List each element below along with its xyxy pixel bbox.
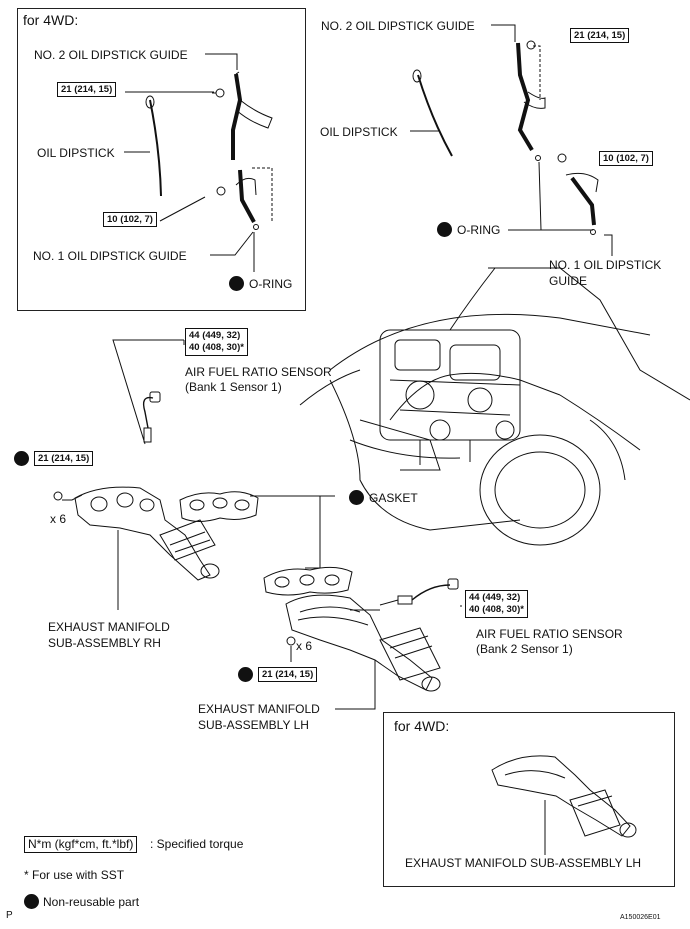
legend-sst-note: * For use with SST: [24, 868, 125, 882]
panel-4wd-dipstick-title: for 4WD:: [23, 12, 79, 28]
afs1-torque: 44 (449, 32) 40 (408, 30)*: [185, 328, 248, 356]
rh-bolt-qty: x 6: [50, 512, 67, 526]
afs2-label-2: (Bank 2 Sensor 1): [476, 642, 573, 656]
vehicle-outline: [299, 267, 690, 546]
lh-bolt-nonreusable-icon: [238, 667, 253, 682]
em-rh-label-2: SUB-ASSEMBLY RH: [48, 636, 161, 650]
lh-bolt-part: [286, 636, 296, 646]
lh-bolt-torque: 21 (214, 15): [258, 667, 318, 682]
legend-torque-desc: : Specified torque: [150, 837, 244, 851]
afs1-torque-a: 44 (449, 32): [189, 330, 241, 341]
tl-no2-guide-label: NO. 2 OIL DIPSTICK GUIDE: [34, 48, 188, 62]
tr-no2-guide-part: [516, 42, 546, 152]
gasket-nonreusable-icon: [349, 490, 364, 505]
panel-4wd-dipstick: [17, 8, 306, 311]
manifold-lh-4wd-part: [491, 755, 637, 838]
gasket-lh-part: [263, 566, 353, 596]
tr-no1-guide-label-1: NO. 1 OIL DIPSTICK: [549, 258, 662, 272]
tr-dipstick-part: [412, 69, 453, 157]
legend-nonreusable-icon: [24, 894, 39, 909]
corner-mark-right: A150026E01: [620, 914, 661, 921]
lh-bolt-qty: x 6: [296, 639, 313, 653]
afs1-label-2: (Bank 1 Sensor 1): [185, 380, 282, 394]
tl-oring-label: O-RING: [249, 277, 293, 291]
tr-oring-label: O-RING: [457, 223, 501, 237]
tl-bolt-lower: [216, 186, 226, 196]
manifold-lh-part: [285, 594, 441, 692]
tl-torque-lower: 10 (102, 7): [103, 212, 157, 227]
tl-oring-nonreusable-icon: [229, 276, 244, 291]
panel-4wd-manifold-title: for 4WD:: [394, 718, 450, 734]
afs1-part: [142, 391, 161, 443]
tr-bolt-upper: [526, 40, 536, 50]
tl-no1-guide-label: NO. 1 OIL DIPSTICK GUIDE: [33, 249, 187, 263]
afs1-torque-b: 40 (408, 30)*: [189, 342, 244, 353]
tr-oil-dipstick-label: OIL DIPSTICK: [320, 125, 398, 139]
tr-no1-guide-part: [565, 172, 599, 235]
legend-nonreusable-label: Non-reusable part: [43, 895, 140, 909]
manifold-rh-part: [74, 486, 220, 581]
tr-bolt-lower: [557, 153, 567, 163]
afs2-part: [379, 578, 459, 606]
tl-bolt-upper: [212, 88, 225, 98]
afs1-label-1: AIR FUEL RATIO SENSOR: [185, 365, 332, 379]
tl-oil-dipstick-label: OIL DIPSTICK: [37, 146, 115, 160]
tl-dipstick-part: [145, 95, 162, 197]
tr-oring-part: [535, 155, 541, 161]
rh-bolt-torque: 21 (214, 15): [34, 451, 94, 466]
panel-4wd-manifold: [383, 712, 675, 887]
afs2-torque-b: 40 (408, 30)*: [469, 604, 524, 615]
rh-bolt-nonreusable-icon: [14, 451, 29, 466]
tr-no1-guide-label-2: GUIDE: [549, 274, 588, 288]
em-lh-label-2: SUB-ASSEMBLY LH: [198, 718, 309, 732]
gasket-label: GASKET: [369, 491, 418, 505]
tl-no2-guide-part: [231, 71, 273, 160]
afs2-torque-a: 44 (449, 32): [469, 592, 521, 603]
legend-torque-units: N*m (kgf*cm, ft.*lbf): [24, 836, 138, 853]
engine-block: [379, 329, 521, 465]
tl-no1-guide-part: [235, 167, 273, 230]
tr-torque-upper: 21 (214, 15): [570, 28, 630, 43]
tr-torque-lower: 10 (102, 7): [599, 151, 653, 166]
em-lh-4wd-label: EXHAUST MANIFOLD SUB-ASSEMBLY LH: [405, 856, 642, 870]
rh-bolt-part: [53, 491, 63, 501]
tr-oring-nonreusable-icon: [437, 222, 452, 237]
em-rh-label-1: EXHAUST MANIFOLD: [48, 620, 170, 634]
tr-no2-guide-label: NO. 2 OIL DIPSTICK GUIDE: [321, 19, 475, 33]
corner-mark-left: P: [6, 910, 13, 921]
tl-torque-upper: 21 (214, 15): [57, 82, 117, 97]
afs2-torque: 44 (449, 32) 40 (408, 30)*: [465, 590, 528, 618]
gasket-rh-part: [179, 491, 259, 522]
em-lh-label-1: EXHAUST MANIFOLD: [198, 702, 320, 716]
afs2-label-1: AIR FUEL RATIO SENSOR: [476, 627, 623, 641]
